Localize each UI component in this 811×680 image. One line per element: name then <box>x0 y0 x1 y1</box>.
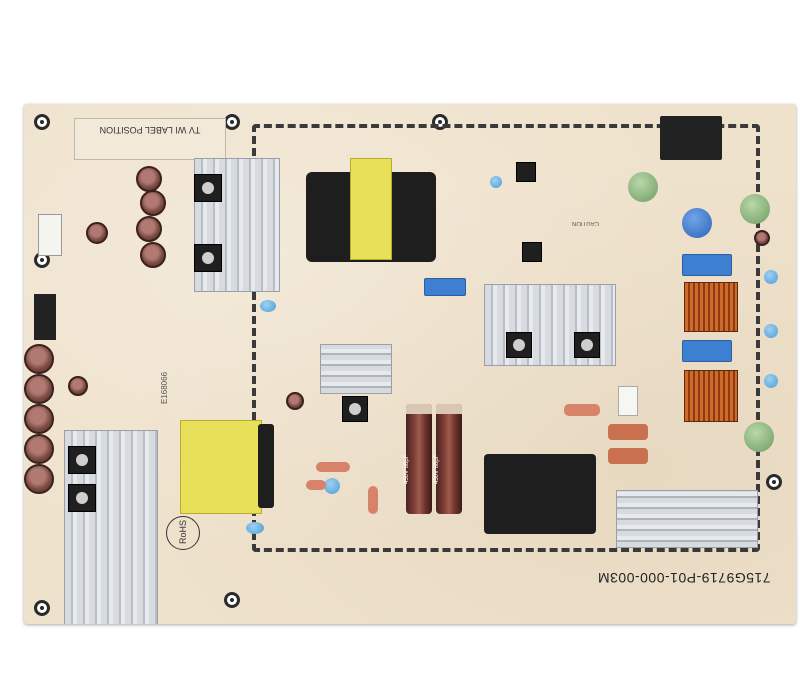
electrolytic-capacitor <box>24 404 54 434</box>
resistor <box>316 462 350 472</box>
mount-hole <box>34 600 50 616</box>
electrolytic-capacitor <box>86 222 108 244</box>
y-capacitor <box>260 300 276 312</box>
label-position-text: TV WI LABEL POSITION <box>99 125 201 135</box>
electrolytic-capacitor <box>136 216 162 242</box>
bulk-capacitor <box>436 404 462 514</box>
y-capacitor <box>764 270 778 284</box>
fuse-resistor <box>608 424 648 440</box>
rohs-text: RoHS <box>178 520 188 545</box>
mount-hole <box>224 592 240 608</box>
film-capacitor <box>682 254 732 276</box>
electrolytic-capacitor <box>754 230 770 246</box>
varistor <box>740 194 770 224</box>
transistor <box>194 174 222 202</box>
connector-white <box>38 214 62 256</box>
varistor <box>628 172 658 202</box>
label-area: TV WI LABEL POSITION <box>74 118 226 160</box>
transistor <box>506 332 532 358</box>
part-number: 715G9719-P01-000-003M <box>597 570 771 586</box>
transistor <box>574 332 600 358</box>
heatsink <box>616 490 758 548</box>
common-mode-choke <box>684 282 738 332</box>
mount-hole <box>34 114 50 130</box>
thermistor <box>682 208 712 238</box>
transistor <box>68 484 96 512</box>
transistor <box>522 242 542 262</box>
ac-input-connector <box>660 116 722 160</box>
electrolytic-capacitor <box>24 434 54 464</box>
film-capacitor <box>424 278 466 296</box>
electrolytic-capacitor <box>140 242 166 268</box>
power-supply-board: TV WI LABEL POSITION E168066 RoHS 450V 6… <box>24 104 796 624</box>
resistor <box>368 486 378 514</box>
electrolytic-capacitor <box>136 166 162 192</box>
resistor <box>564 404 600 416</box>
y-capacitor <box>490 176 502 188</box>
transformer-core <box>258 424 274 508</box>
fuse-resistor <box>608 448 648 464</box>
transformer-tape <box>180 420 262 514</box>
resistor <box>306 480 326 490</box>
connector-black <box>34 294 56 340</box>
electrolytic-capacitor <box>24 464 54 494</box>
electrolytic-capacitor <box>24 344 54 374</box>
y-capacitor <box>324 478 340 494</box>
mount-hole <box>224 114 240 130</box>
bulk-capacitor <box>406 404 432 514</box>
heatsink <box>320 344 392 394</box>
cert-mark: E168066 <box>160 371 169 404</box>
y-capacitor <box>764 374 778 388</box>
transistor <box>516 162 536 182</box>
transistor <box>342 396 368 422</box>
film-capacitor <box>682 340 732 362</box>
pfc-inductor <box>484 454 596 534</box>
transistor <box>194 244 222 272</box>
y-capacitor <box>246 522 264 534</box>
electrolytic-capacitor <box>68 376 88 396</box>
rohs-mark: RoHS <box>166 516 200 550</box>
mount-hole <box>766 474 782 490</box>
cap-rating: 450V 68μF <box>404 454 410 484</box>
cap-rating: 450V 68μF <box>434 454 440 484</box>
transformer-tape <box>350 158 392 260</box>
y-capacitor <box>764 324 778 338</box>
electrolytic-capacitor <box>140 190 166 216</box>
electrolytic-capacitor <box>24 374 54 404</box>
varistor <box>744 422 774 452</box>
common-mode-choke <box>684 370 738 422</box>
isolation-boundary <box>252 124 760 552</box>
relay <box>618 386 638 416</box>
caution-label: CAUTION <box>572 220 599 226</box>
transistor <box>68 446 96 474</box>
electrolytic-capacitor <box>286 392 304 410</box>
